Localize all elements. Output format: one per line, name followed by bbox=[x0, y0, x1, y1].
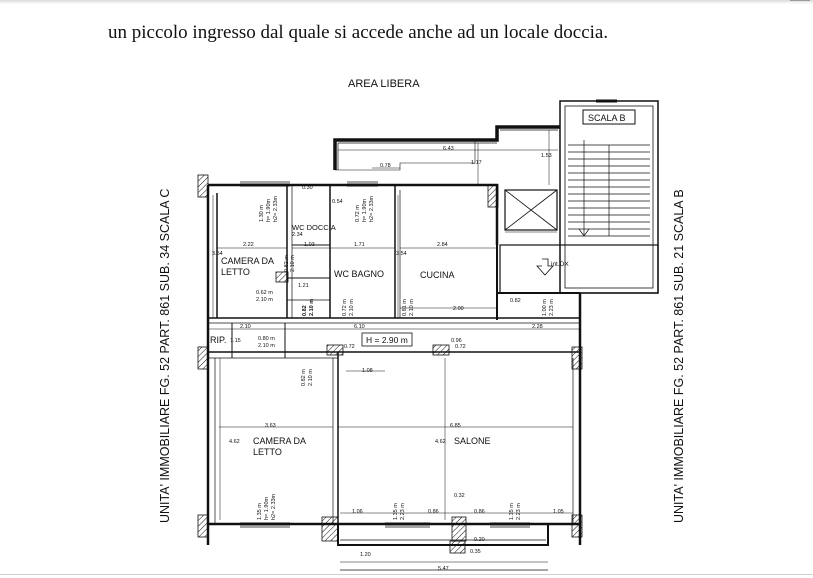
dim-label: h= 1.90m bbox=[264, 496, 270, 520]
dim-label: 0.72 m bbox=[342, 299, 348, 316]
dim-label: 1.35 m bbox=[257, 503, 263, 520]
elevator-icon bbox=[504, 189, 558, 233]
landing bbox=[499, 244, 659, 294]
dim-label: h2= 2.33m bbox=[271, 493, 277, 520]
dim-label: 5.47 bbox=[438, 566, 449, 572]
dim-label: 0.32 bbox=[454, 493, 465, 499]
dimension-lines bbox=[208, 130, 580, 563]
dim-label: 1.20 bbox=[360, 552, 371, 558]
dim-label: 0.72 m bbox=[355, 205, 361, 222]
scala-b-label: SCALA B bbox=[588, 113, 626, 123]
dim-label: 1.35 m bbox=[509, 503, 515, 520]
dimension-labels: 6.43 0.78 1.17 1.53 0.30 0.54 2.22 1.03 … bbox=[212, 146, 564, 572]
dim-label: h= 1.90m bbox=[266, 198, 272, 222]
dim-label: 0.20 bbox=[474, 537, 485, 543]
dim-label: h= 1.90m bbox=[362, 198, 368, 222]
int-dx-label: int.DX bbox=[551, 261, 569, 268]
dim-label: 0.30 bbox=[302, 185, 313, 191]
dim-label: 3.54 bbox=[212, 251, 223, 257]
room-camera-1-a: CAMERA DA bbox=[221, 256, 274, 266]
dim-label: 0.78 bbox=[380, 163, 391, 169]
dim-label: 2.10 m bbox=[258, 343, 275, 349]
room-wc-bagno: WC BAGNO bbox=[334, 269, 384, 279]
room-cucina: CUCINA bbox=[420, 270, 455, 280]
height-label: H = 2.90 m bbox=[366, 335, 408, 345]
room-ripostiglio: RIP. bbox=[210, 335, 226, 345]
dim-label: 1.06 bbox=[352, 509, 363, 515]
body-text-line: un piccolo ingresso dal quale si accede … bbox=[108, 22, 609, 43]
dim-label: 0.72 bbox=[455, 344, 466, 350]
room-wc-doccia: WC DOCCIA bbox=[292, 223, 336, 232]
dim-label: 0.81 m bbox=[402, 299, 408, 316]
dim-label: 3.54 bbox=[396, 251, 407, 257]
dim-label: 1.00 m bbox=[542, 299, 548, 316]
dim-label: 1.05 bbox=[553, 509, 564, 515]
page-edge-cut bbox=[790, 0, 810, 6]
dim-label: 6.10 bbox=[354, 324, 365, 330]
page-bottom-rule bbox=[0, 574, 813, 575]
dim-label: 0.86 bbox=[474, 509, 485, 515]
dim-label: 0.86 bbox=[428, 509, 439, 515]
dim-label: 4.62 bbox=[435, 439, 446, 445]
dim-label: 2.28 bbox=[532, 324, 543, 330]
dim-label: 2.23 m bbox=[549, 299, 555, 316]
dim-label: 2.34 bbox=[292, 232, 303, 238]
dim-label: 0.96 bbox=[451, 338, 462, 344]
dim-label: 2.23 m bbox=[516, 503, 522, 520]
dim-label: 2.10 m bbox=[308, 369, 314, 386]
dim-label: 0.62 m bbox=[256, 290, 273, 296]
dim-label: 1.53 bbox=[541, 153, 552, 159]
dim-label: 0.82 bbox=[510, 298, 521, 304]
dim-label: h2= 2.33m bbox=[369, 195, 375, 222]
page-edge bbox=[0, 0, 813, 4]
dim-label: 0.82 m bbox=[284, 255, 290, 272]
dim-label: 3.63 bbox=[265, 423, 276, 429]
stair-block bbox=[559, 99, 659, 294]
room-camera-1-b: LETTO bbox=[221, 267, 250, 277]
dim-label: 2.10 m bbox=[309, 299, 315, 316]
dim-label: 1.21 bbox=[298, 283, 309, 289]
dim-label: 2.22 bbox=[243, 242, 254, 248]
dim-label: 1.30 m bbox=[259, 205, 265, 222]
area-label: AREA LIBERA bbox=[348, 78, 420, 90]
dim-label: 0.72 bbox=[344, 344, 355, 350]
dim-label: 6.85 bbox=[450, 423, 461, 429]
dim-label: 2.10 m bbox=[409, 299, 415, 316]
dim-label: 2.10 m bbox=[256, 297, 273, 303]
room-camera-2-b: LETTO bbox=[253, 447, 282, 457]
dim-label: h2= 2.33m bbox=[273, 195, 279, 222]
dim-label: 0.54 bbox=[332, 199, 343, 205]
dim-label: 2.10 m bbox=[290, 255, 296, 272]
dim-label: 0.82 bbox=[302, 305, 308, 316]
dim-label: 1.17 bbox=[471, 160, 482, 166]
dim-label: 2.10 bbox=[240, 324, 251, 330]
dim-label: 1.35 m bbox=[393, 503, 399, 520]
room-salone: SALONE bbox=[454, 436, 491, 446]
pillars bbox=[197, 174, 583, 554]
dim-label: 1.71 bbox=[354, 242, 365, 248]
dim-label: 1.15 bbox=[230, 338, 241, 344]
dim-label: 4.62 bbox=[229, 439, 240, 445]
dim-label: 2.00 bbox=[453, 306, 464, 312]
dim-label: 6.43 bbox=[443, 146, 454, 152]
vertical-dimension-labels: 1.30 m h= 1.90m h2= 2.33m 0.72 m h= 1.90… bbox=[257, 195, 555, 520]
dim-label: 0.80 m bbox=[258, 336, 275, 342]
dim-label: 0.82 m bbox=[301, 369, 307, 386]
room-camera-2-a: CAMERA DA bbox=[253, 436, 306, 446]
dim-label: 1.08 bbox=[362, 368, 373, 374]
windows bbox=[240, 183, 530, 526]
height-box bbox=[361, 332, 413, 347]
dim-label: 0.35 bbox=[470, 549, 481, 555]
dim-label: 2.23 m bbox=[400, 503, 406, 520]
dim-label: 1.03 bbox=[304, 242, 315, 248]
dim-label: 2.84 bbox=[437, 242, 448, 248]
dim-label: 2.10 m bbox=[349, 299, 355, 316]
